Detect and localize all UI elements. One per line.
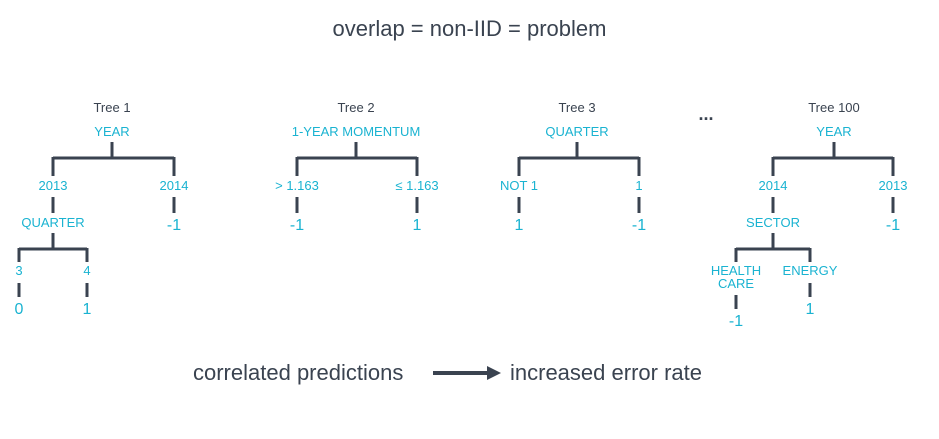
tree-1-name: Tree 1 [93,100,130,115]
tree-2-branch-label: ≤ 1.163 [395,178,438,193]
tree-4-branch-label: 2014 [759,178,788,193]
tree-2-branch-label: > 1.163 [275,178,319,193]
tree-4-sub-leaf-value: -1 [729,313,743,330]
tree-4-branch-label: 2013 [879,178,908,193]
tree-3-branch-label: NOT 1 [500,178,538,193]
right-arrow-icon [433,366,501,380]
tree-3-leaf-value: 1 [515,217,524,234]
diagram-title: overlap = non-IID = problem [332,16,607,41]
tree-3-leaf-value: -1 [632,217,646,234]
tree-1-leaf-value: -1 [167,217,181,234]
tree-1-branch-label: 2014 [160,178,189,193]
tree-1-root-node: YEAR [94,124,129,139]
tree-1-sub-label: 4 [83,263,90,278]
tree-4-leaf-value: -1 [886,217,900,234]
caption-left: correlated predictions [193,360,404,385]
tree-4-name: Tree 100 [808,100,860,115]
tree-4-sub-label: CARE [718,276,754,291]
tree-4-child-node: SECTOR [746,215,800,230]
tree-2-name: Tree 2 [337,100,374,115]
tree-1-sub-leaf-value: 0 [15,301,24,318]
tree-1-sub-leaf-value: 1 [83,301,92,318]
tree-4-sub-leaf-value: 1 [806,301,815,318]
tree-1-branch-label: 2013 [39,178,68,193]
tree-3-name: Tree 3 [558,100,595,115]
tree-3-root-node: QUARTER [545,124,608,139]
tree-2-leaf-value: -1 [290,217,304,234]
ellipsis: ... [698,104,713,124]
tree-1-child-node: QUARTER [21,215,84,230]
tree-4-sub-label: ENERGY [783,263,838,278]
tree-4-sub-label: HEALTH [711,263,761,278]
tree-3-branch-label: 1 [635,178,642,193]
tree-2-leaf-value: 1 [413,217,422,234]
caption-right: increased error rate [510,360,702,385]
tree-2-root-node: 1-YEAR MOMENTUM [292,124,421,139]
tree-4-root-node: YEAR [816,124,851,139]
tree-1-sub-label: 3 [15,263,22,278]
